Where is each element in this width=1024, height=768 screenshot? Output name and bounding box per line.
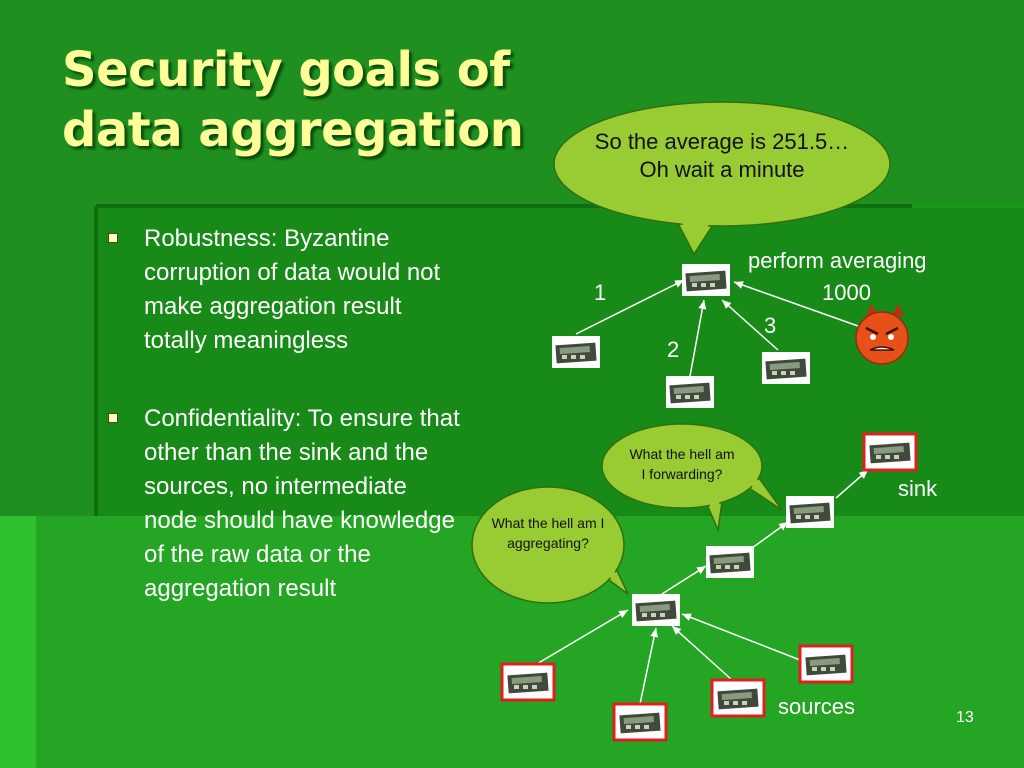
bullet-list: Robustness: Byzantine corruption of data… [104, 222, 464, 650]
background-divider [96, 204, 912, 208]
bullet-item-confidentiality: Confidentiality: To ensure that other th… [104, 402, 464, 606]
background-divider [912, 204, 1024, 208]
arrow-line [733, 281, 859, 327]
bullet-item-robustness: Robustness: Byzantine corruption of data… [104, 222, 464, 358]
arrow-line [721, 299, 779, 351]
source-node-icon [798, 644, 854, 684]
arrow-line [751, 521, 789, 549]
bubble-text-average: So the average is 251.5… Oh wait a minut… [594, 129, 850, 182]
sink-node-icon [862, 432, 918, 472]
background-band [0, 516, 36, 768]
bullet-text: Confidentiality: To ensure that other th… [144, 405, 460, 602]
sensor-node-icon [682, 264, 730, 296]
bubble-text-forwarding: What the hell am I forwarding? [629, 446, 735, 482]
bullet-text: Robustness: Byzantine corruption of data… [144, 225, 441, 354]
perform-averaging-label: perform averaging [748, 248, 927, 273]
bullet-square-icon [108, 233, 118, 243]
arrow-line [681, 613, 801, 661]
arrow-line [575, 279, 685, 335]
bullet-square-icon [108, 413, 118, 423]
speech-bubble-forwarding [601, 423, 783, 533]
bubble-text-aggregating: What the hell am I aggregating? [491, 515, 605, 551]
arrow-line [529, 609, 629, 669]
value-label: 1 [594, 280, 607, 305]
relay-node-icon [786, 496, 834, 528]
relay-node-icon [706, 546, 754, 578]
arrow-line [639, 627, 659, 705]
sensor-node-icon [666, 376, 714, 408]
sources-label: sources [778, 694, 856, 719]
slide-title: Security goals of data aggregation [62, 42, 524, 158]
source-node-icon [710, 678, 766, 718]
arrow-line [689, 299, 707, 377]
arrow-line [835, 469, 869, 499]
source-node-icon [612, 702, 668, 742]
value-label: 2 [667, 337, 680, 362]
speech-bubble-average [553, 101, 891, 256]
source-node-icon [500, 662, 556, 702]
value-label: 3 [764, 313, 777, 338]
arrow-line [661, 565, 707, 595]
background-divider [94, 206, 98, 516]
sensor-node-icon [552, 336, 600, 368]
arrow-line [671, 625, 733, 681]
angry-face-icon [855, 304, 909, 365]
speech-bubble-aggregating [471, 486, 629, 604]
value-label: 1000 [822, 280, 871, 305]
aggregator-node-icon [632, 594, 680, 626]
sink-label: sink [898, 476, 938, 501]
sensor-node-icon [762, 352, 810, 384]
page-number: 13 [956, 709, 974, 726]
